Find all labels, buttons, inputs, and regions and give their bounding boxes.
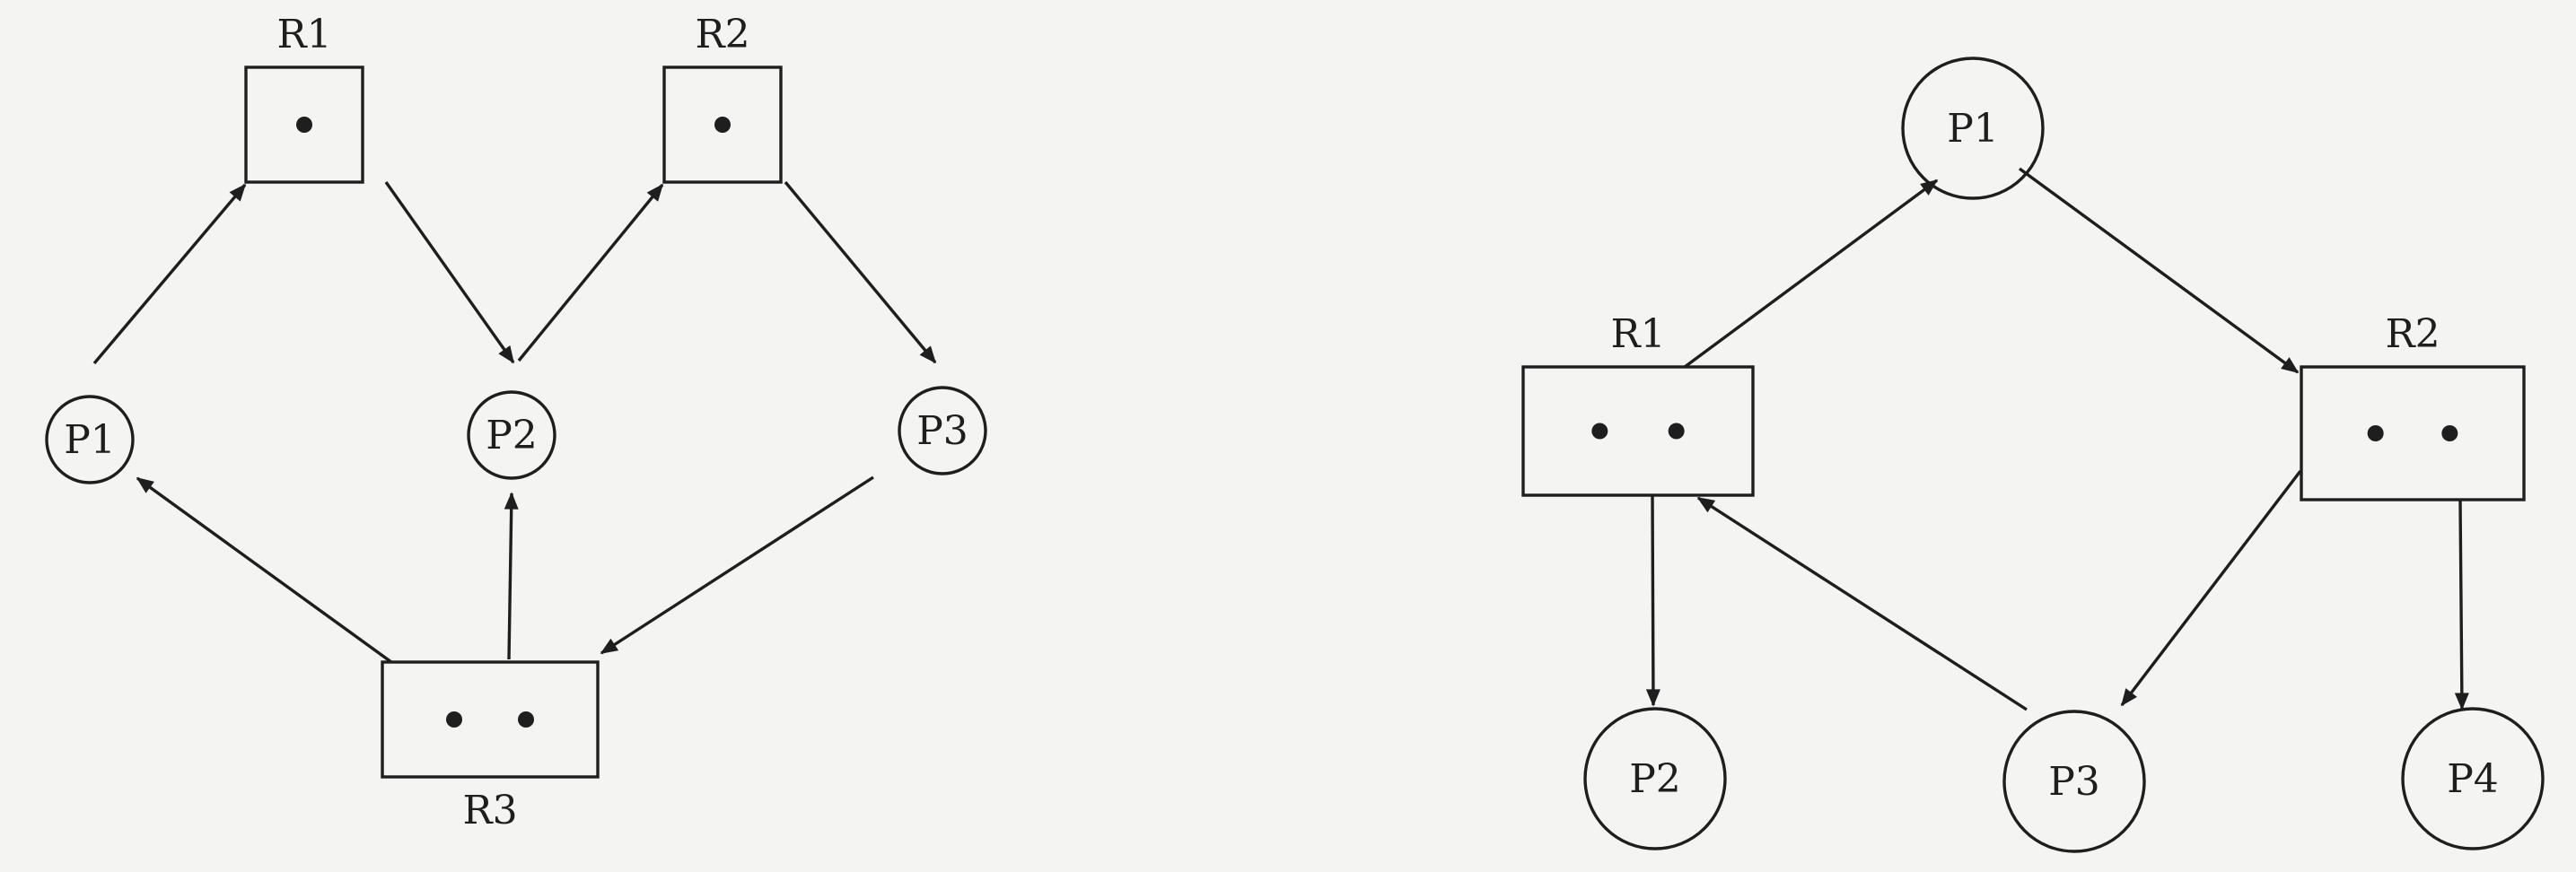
resource-instance-dot <box>2367 425 2384 441</box>
process-label-p3: P3 <box>2048 759 2100 805</box>
process-node-p3: P3 <box>2002 710 2146 853</box>
resource-node-r1: R1 <box>1521 311 1755 497</box>
process-circle-p2 <box>467 390 556 480</box>
edge-request-p3-to-r1 <box>1696 496 2028 711</box>
process-node-p2: P2 <box>467 390 556 480</box>
resource-instance-dot <box>296 117 312 133</box>
process-label-p4: P4 <box>2447 756 2499 802</box>
edge-assignment-r2-to-p4 <box>2454 499 2469 711</box>
process-node-p1: P1 <box>45 395 135 484</box>
process-node-p2: P2 <box>1583 707 1727 850</box>
edge-request-p1-to-r1 <box>92 183 247 365</box>
resource-instance-dot <box>1668 423 1685 440</box>
process-circle-p3 <box>898 386 987 475</box>
resource-label-r2: R2 <box>695 12 749 57</box>
resource-label-r1: R1 <box>276 12 331 57</box>
edge-request-p1-to-r2 <box>2018 167 2300 374</box>
resource-box-r2 <box>662 65 783 184</box>
process-circle-p1 <box>1901 57 2045 200</box>
resource-node-r1: R1 <box>244 12 364 184</box>
edge-assignment-r2-to-p3 <box>2120 469 2302 707</box>
resource-instance-dot <box>446 711 462 728</box>
process-label-p1: P1 <box>64 417 116 463</box>
edge-request-p3-to-r3 <box>600 475 874 655</box>
edge-assignment-r1-to-p1 <box>1683 179 1939 369</box>
edge-assignment-r1-to-p2 <box>1645 494 1660 707</box>
edge-assignment-r2-to-p3 <box>784 180 937 364</box>
process-label-p1: P1 <box>1947 106 1999 152</box>
process-circle-p3 <box>2002 710 2146 853</box>
resource-instance-dot <box>518 711 534 728</box>
resource-box-r2 <box>2300 365 2526 501</box>
process-node-p1: P1 <box>1901 57 2045 200</box>
process-circle-p4 <box>2401 707 2545 850</box>
resource-label-r1: R1 <box>1610 311 1665 357</box>
process-circle-p1 <box>45 395 135 484</box>
resource-instance-dot <box>714 117 731 133</box>
process-label-p2: P2 <box>486 413 538 458</box>
process-label-p3: P3 <box>916 408 968 454</box>
edge-assignment-r1-to-p2 <box>384 181 515 364</box>
process-node-p4: P4 <box>2401 707 2545 850</box>
resource-label-r2: R2 <box>2385 311 2440 357</box>
process-node-p3: P3 <box>898 386 987 475</box>
resource-instance-dot <box>1591 423 1608 440</box>
resource-box-r1 <box>244 65 364 184</box>
resource-box-r3 <box>381 660 600 779</box>
edge-assignment-r3-to-p2 <box>504 492 519 660</box>
process-circle-p2 <box>1583 707 1727 850</box>
edge-assignment-r3-to-p1 <box>136 476 392 664</box>
process-label-p2: P2 <box>1629 756 1681 802</box>
resource-instance-dot <box>2441 425 2458 441</box>
resource-node-r2: R2 <box>662 12 783 184</box>
resource-label-r3: R3 <box>462 788 517 833</box>
resource-node-r3: R3 <box>381 660 600 833</box>
edge-request-p2-to-r2 <box>517 183 664 362</box>
resource-node-r2: R2 <box>2300 311 2526 501</box>
resource-box-r1 <box>1521 365 1755 497</box>
